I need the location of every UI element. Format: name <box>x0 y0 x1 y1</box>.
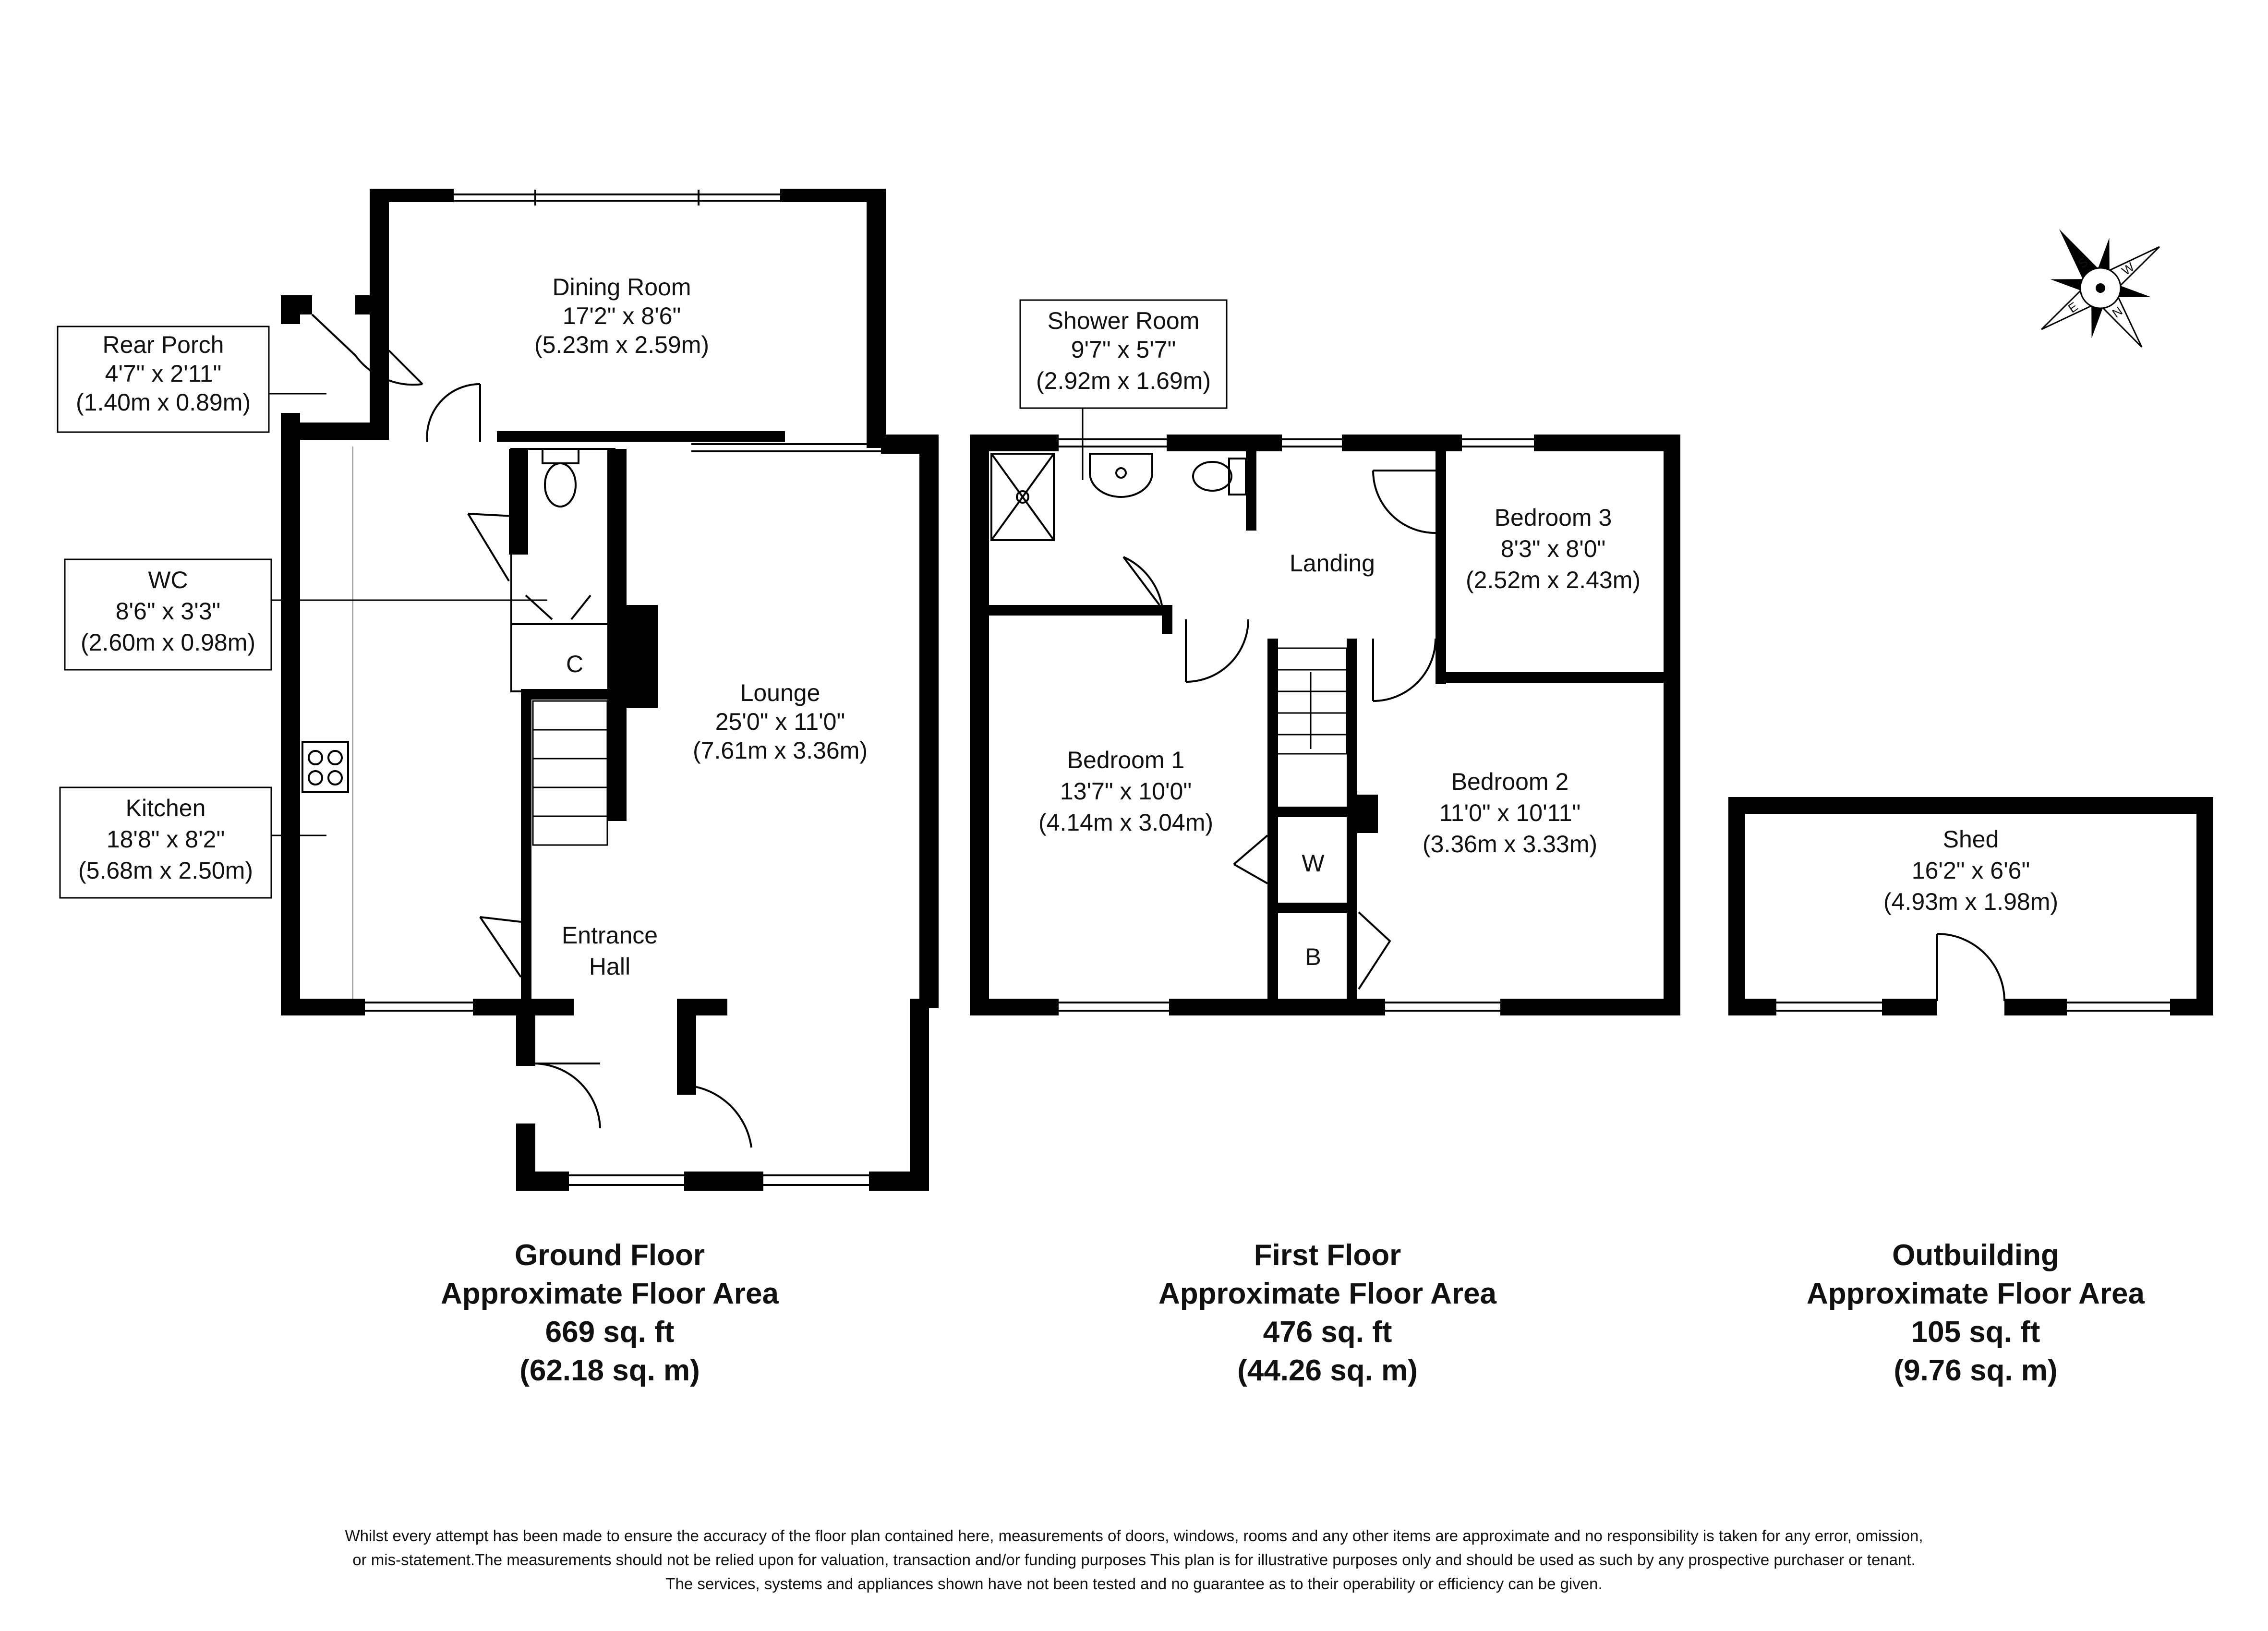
ground-floor-area-label: Approximate Floor Area <box>441 1277 779 1310</box>
rear-porch-name: Rear Porch <box>103 331 224 358</box>
shed-metric: (4.93m x 1.98m) <box>1883 888 2058 915</box>
ground-doors <box>426 383 752 1148</box>
landing-label: Landing <box>1290 550 1375 577</box>
bedroom-2-imperial: 11'0" x 10'11" <box>1439 799 1581 826</box>
wc-name: WC <box>148 567 188 593</box>
shower-room-imperial: 9'7" x 5'7" <box>1071 336 1176 363</box>
outbuilding-summary: Outbuilding Approximate Floor Area 105 s… <box>1807 1239 2145 1387</box>
outbuilding-sqm: (9.76 sq. m) <box>1894 1354 2057 1387</box>
outbuilding-area-label: Approximate Floor Area <box>1807 1277 2145 1310</box>
first-floor-summary: First Floor Approximate Floor Area 476 s… <box>1158 1239 1496 1387</box>
first-floor-sqft: 476 sq. ft <box>1263 1316 1392 1349</box>
bedroom-3-metric: (2.52m x 2.43m) <box>1466 567 1641 593</box>
kitchen-name: Kitchen <box>126 795 206 822</box>
bedroom-1-name: Bedroom 1 <box>1067 747 1185 773</box>
rear-porch-walls <box>281 295 389 442</box>
kitchen-metric: (5.68m x 2.50m) <box>78 857 253 884</box>
kitchen-label: Kitchen 18'8" x 8'2" (5.68m x 2.50m) <box>59 786 272 899</box>
bedroom-3-imperial: 8'3" x 8'0" <box>1501 535 1606 562</box>
rear-porch-metric: (1.40m x 0.89m) <box>76 389 251 416</box>
wardrobe-w-label: W <box>1302 850 1325 877</box>
first-floor-sqm: (44.26 sq. m) <box>1237 1354 1418 1387</box>
first-floor-plan <box>970 408 1680 1015</box>
dining-room-walls <box>370 189 886 448</box>
outbuilding-name: Outbuilding <box>1892 1239 2059 1272</box>
kitchen-window <box>365 1002 473 1012</box>
shower-room-name: Shower Room <box>1048 307 1200 334</box>
shed-windows <box>1776 1002 2170 1012</box>
outbuilding-sqft: 105 sq. ft <box>1911 1316 2040 1349</box>
toilet-fixture <box>542 448 579 507</box>
rear-porch-imperial: 4'7" x 2'11" <box>105 360 222 387</box>
first-floor-area-label: Approximate Floor Area <box>1158 1277 1496 1310</box>
disclaimer: Whilst every attempt has been made to en… <box>345 1527 1923 1593</box>
bedroom-2-name: Bedroom 2 <box>1451 768 1569 795</box>
lounge-imperial: 25'0" x 11'0" <box>715 708 845 735</box>
dining-room-name: Dining Room <box>552 274 691 301</box>
shed-name: Shed <box>1943 826 1999 853</box>
wc-label: WC 8'6" x 3'3" (2.60m x 0.98m) <box>64 558 272 671</box>
ground-floor-walls <box>281 435 939 1191</box>
bedroom-1-metric: (4.14m x 3.04m) <box>1038 809 1213 836</box>
dining-room-window <box>454 190 780 205</box>
lounge-label: Lounge 25'0" x 11'0" (7.61m x 3.36m) <box>693 679 868 764</box>
bedroom-2-label: Bedroom 2 11'0" x 10'11" (3.36m x 3.33m) <box>1423 768 1597 858</box>
bedroom-1-imperial: 13'7" x 10'0" <box>1060 778 1192 805</box>
entrance-hall-line2: Hall <box>589 953 630 980</box>
shower-tray <box>990 453 1055 541</box>
boiler-b-label: B <box>1305 943 1321 970</box>
shower-room-label: Shower Room 9'7" x 5'7" (2.92m x 1.69m) <box>1019 299 1228 409</box>
ground-stairs <box>532 700 608 846</box>
dining-room-imperial: 17'2" x 8'6" <box>563 302 681 329</box>
entrance-hall-line1: Entrance <box>562 922 658 949</box>
wc-metric: (2.60m x 0.98m) <box>81 629 255 656</box>
lounge-name: Lounge <box>740 679 820 706</box>
disclaimer-line-1: Whilst every attempt has been made to en… <box>345 1527 1923 1545</box>
first-floor-stairs <box>1276 647 1348 755</box>
shed-imperial: 16'2" x 6'6" <box>1912 857 2030 884</box>
cupboard-c-label: C <box>566 651 583 677</box>
shower-room-metric: (2.92m x 1.69m) <box>1036 367 1211 394</box>
shed-door <box>1936 933 2005 1002</box>
disclaimer-line-2: or mis-statement.The measurements should… <box>352 1551 1915 1569</box>
wc-imperial: 8'6" x 3'3" <box>116 598 221 625</box>
ground-floor-sqft: 669 sq. ft <box>545 1316 675 1349</box>
entrance-hall-label: Entrance Hall <box>562 922 658 980</box>
first-floor-doors <box>1122 470 1436 990</box>
rear-porch-door <box>311 314 423 386</box>
bedroom-3-label: Bedroom 3 8'3" x 8'0" (2.52m x 2.43m) <box>1466 504 1641 593</box>
disclaimer-line-3: The services, systems and appliances sho… <box>665 1575 1602 1593</box>
ground-floor-name: Ground Floor <box>515 1239 705 1272</box>
rear-porch-label: Rear Porch 4'7" x 2'11" (1.40m x 0.89m) <box>57 326 270 433</box>
first-floor-walls <box>970 435 1680 1015</box>
bedroom-3-name: Bedroom 3 <box>1495 504 1612 531</box>
shed-walls <box>1728 797 2213 1015</box>
basin <box>1089 453 1153 498</box>
first-floor-name: First Floor <box>1254 1239 1401 1272</box>
lounge-metric: (7.61m x 3.36m) <box>693 737 868 764</box>
kitchen-hob <box>302 741 349 793</box>
dining-room-metric: (5.23m x 2.59m) <box>534 331 709 358</box>
ground-floor-sqm: (62.18 sq. m) <box>519 1354 700 1387</box>
ground-floor-summary: Ground Floor Approximate Floor Area 669 … <box>441 1239 779 1387</box>
ground-floor-plan <box>269 189 939 1191</box>
outbuilding-plan <box>1728 797 2213 1015</box>
lounge-window <box>691 443 922 452</box>
dining-room-label: Dining Room 17'2" x 8'6" (5.23m x 2.59m) <box>534 274 709 358</box>
bedroom-1-label: Bedroom 1 13'7" x 10'0" (4.14m x 3.04m) <box>1038 747 1213 836</box>
kitchen-imperial: 18'8" x 8'2" <box>107 826 225 853</box>
front-window <box>569 1174 869 1186</box>
compass-icon: N S E W <box>2041 229 2160 348</box>
bedroom-2-metric: (3.36m x 3.33m) <box>1423 831 1597 858</box>
shed-label: Shed 16'2" x 6'6" (4.93m x 1.98m) <box>1883 826 2058 915</box>
first-floor-windows <box>1059 438 1534 1012</box>
shower-room-toilet <box>1192 458 1247 495</box>
